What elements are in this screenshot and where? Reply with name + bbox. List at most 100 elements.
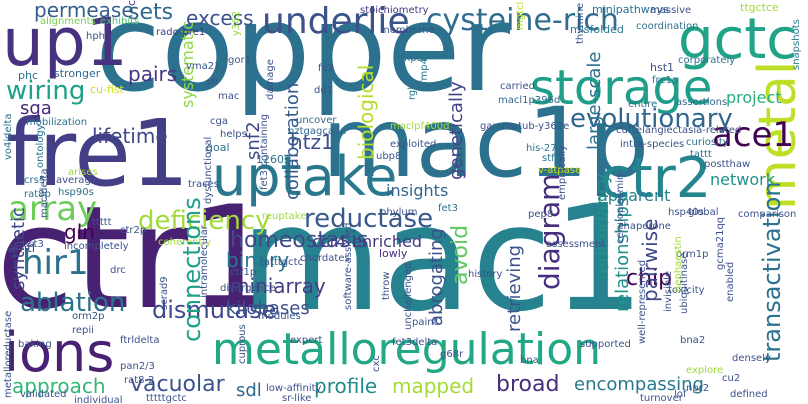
word: ions [4, 321, 115, 384]
word: entire [628, 99, 658, 110]
word: densely [732, 353, 771, 364]
word: macldelta [39, 168, 50, 218]
word: ftrldelta [120, 335, 160, 346]
word: ttttt [92, 217, 112, 228]
word: his-279 [526, 143, 564, 154]
word: reductase [304, 204, 434, 234]
word: hst1 [650, 61, 675, 74]
word: retrieving [504, 244, 525, 332]
word: macl1p396d [498, 95, 561, 106]
word: homeostasis [230, 228, 369, 253]
word: repii [72, 325, 94, 336]
word: binary [226, 248, 290, 272]
word: assessment [546, 239, 606, 250]
word: tttttgctc [146, 393, 187, 404]
word: biological [354, 64, 378, 160]
word: encompassing [574, 374, 704, 395]
word: cysteine-rich [426, 3, 619, 38]
word: rat8p [24, 189, 51, 200]
word: apparent [598, 186, 671, 205]
word: hsp40s [668, 207, 704, 218]
word: arises [68, 167, 98, 178]
word: ctr1 [0, 176, 279, 341]
word: comparison [738, 209, 797, 220]
word: cu2 [722, 373, 741, 384]
word: dysfunctional [203, 136, 214, 204]
word: validated [20, 389, 67, 400]
word: ctr1p [230, 267, 257, 278]
word: 1260s [256, 153, 290, 166]
word: lowly [379, 247, 408, 260]
word: low-affinity [266, 383, 322, 394]
word: exploited [390, 139, 437, 150]
word: ceruloplasmin [615, 173, 626, 244]
word: mgtcl [515, 1, 526, 30]
word: expert [290, 335, 323, 346]
word: cga [210, 116, 228, 127]
word: paint [412, 317, 438, 328]
word: uptake [212, 145, 398, 208]
word: ace1 [712, 115, 795, 155]
word: global [688, 207, 719, 218]
word: ttgctce [740, 1, 779, 14]
word: coherently [158, 237, 212, 248]
word: turnover [640, 393, 683, 404]
word: fre1p [652, 75, 679, 86]
word: evolutionary [570, 104, 733, 134]
word: fmp40 [419, 51, 430, 84]
word: network [710, 170, 775, 189]
word: ubp8 [376, 151, 402, 162]
word: hst3 [22, 239, 44, 250]
word: fet3-containing [259, 113, 270, 190]
word: supported [580, 339, 631, 350]
word: ubiquitinase [679, 252, 690, 314]
word: large-scale [584, 51, 605, 151]
word: telangiectasia-related [632, 125, 742, 136]
word: v-atpase [538, 165, 582, 176]
word: thymine [575, 2, 586, 44]
word: rado-bre1 [156, 27, 206, 38]
word: project [726, 88, 782, 107]
word: ccr4-enriched [312, 232, 423, 251]
word: uncover [296, 115, 337, 126]
word: ctr2p [120, 225, 147, 236]
word: gammatub-y362e [480, 121, 570, 132]
word: ablation [20, 288, 126, 318]
word: sfl [206, 77, 218, 88]
word: well-represented [637, 259, 648, 344]
word: stronger [54, 67, 101, 80]
word: htz1 [290, 130, 334, 154]
word: helps [220, 129, 247, 140]
word: throw [381, 271, 392, 300]
word: up1 [2, 4, 128, 81]
word: metalloreductase [3, 310, 14, 398]
word: explore [686, 365, 724, 376]
word: individual [74, 395, 123, 404]
word: gor1 [228, 55, 251, 66]
word: mobilization [26, 117, 88, 128]
word: fet3 [438, 203, 458, 214]
word: traces [188, 179, 220, 190]
word: dismutase [152, 296, 277, 324]
word: broad [496, 372, 560, 397]
word: sdl [236, 380, 262, 401]
word: membrane [380, 25, 435, 36]
word: storage [530, 60, 713, 116]
word: hsp90s [58, 187, 94, 198]
word: history [468, 269, 503, 280]
word: intra-species [620, 139, 685, 150]
word: y362 [231, 10, 242, 36]
word: massive [650, 5, 692, 16]
word: corporately [678, 55, 736, 66]
word: fet3delta [392, 337, 438, 348]
word: coordination [636, 21, 699, 32]
word: lifetime [92, 124, 168, 148]
word: genetically [446, 81, 467, 180]
word: mac1p [322, 87, 650, 199]
word: reuptake [262, 211, 307, 222]
word: deficiency [138, 206, 271, 236]
word: damage [265, 59, 276, 100]
word: drc [110, 265, 126, 276]
word: chaperone [618, 221, 671, 232]
word: mac1 [240, 174, 645, 344]
